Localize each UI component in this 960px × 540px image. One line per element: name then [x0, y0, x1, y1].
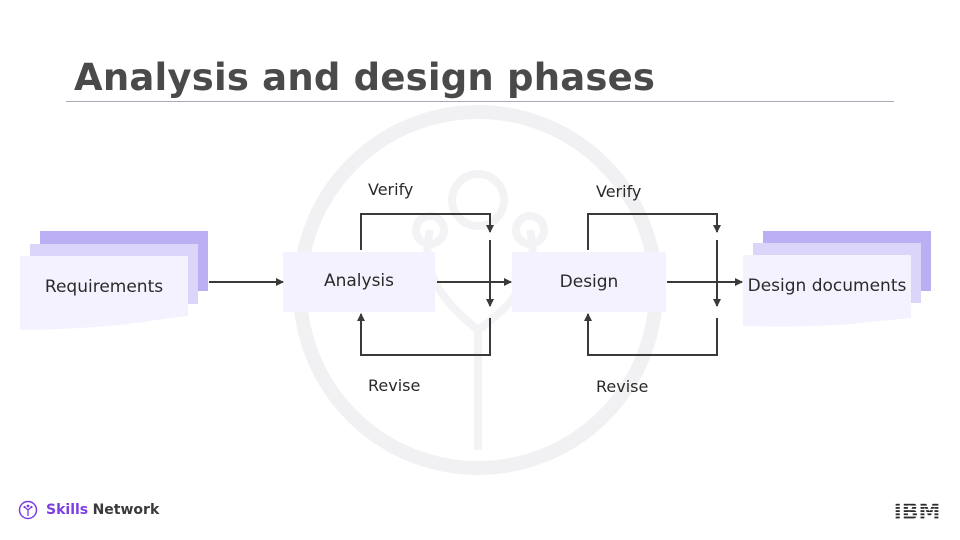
analysis-verify-label: Verify	[368, 180, 414, 199]
design-documents-stack	[743, 231, 931, 327]
analysis-label: Analysis	[323, 271, 395, 291]
design-label: Design	[559, 272, 619, 292]
analysis-revise-label: Revise	[368, 376, 421, 395]
skills-network-brand: Skills Network	[18, 500, 159, 520]
title-divider	[66, 101, 894, 102]
brand-network-text: Network	[92, 502, 160, 518]
analysis-box	[283, 252, 435, 312]
design-documents-label: Design documents	[747, 276, 907, 296]
page-title: Analysis and design phases	[74, 56, 656, 99]
design-revise-loop	[584, 313, 718, 356]
skills-network-logo-icon	[18, 500, 38, 520]
design-verify-label: Verify	[596, 182, 642, 201]
design-verify-loop	[587, 213, 721, 250]
requirements-label: Requirements	[44, 277, 164, 297]
design-box	[512, 252, 666, 312]
brand-skills-text: Skills	[46, 502, 89, 518]
ibm-logo-text: IBM	[894, 500, 941, 522]
design-revise-label: Revise	[596, 377, 649, 396]
ibm-logo-icon: IBM	[894, 500, 941, 522]
analysis-verify-loop	[360, 213, 494, 250]
analysis-revise-loop	[357, 313, 491, 356]
requirements-stack	[20, 231, 208, 330]
